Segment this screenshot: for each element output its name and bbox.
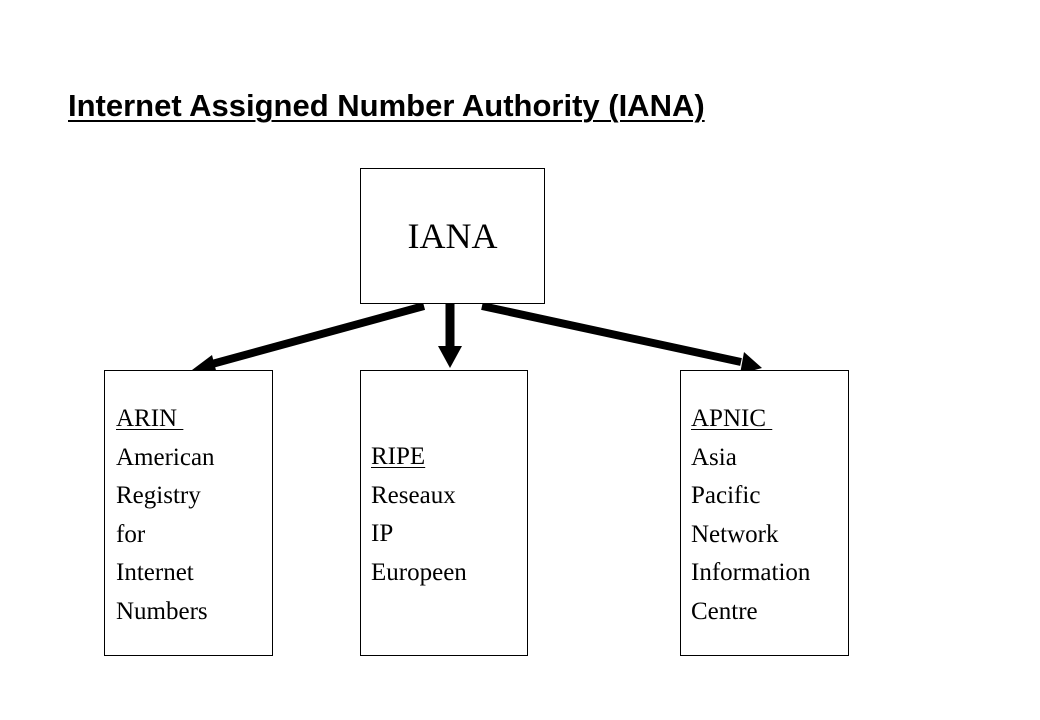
apnic-acronym: APNIC	[691, 405, 773, 432]
ripe-line-reseaux: Reseaux	[371, 481, 456, 509]
arin-line-american: American	[116, 443, 215, 471]
apnic-line-information: Information	[691, 559, 811, 586]
arin-box: ARIN American Registry for Internet Numb…	[104, 370, 273, 656]
apnic-line-pacific: Pacific	[691, 482, 761, 509]
arin-line-registry: Registry	[116, 482, 201, 509]
apnic-line-network: Network	[691, 520, 779, 548]
ripe-acronym: RIPE	[371, 443, 426, 470]
arrow-iana-to-ripe	[438, 304, 462, 368]
iana-box: IANA	[360, 168, 545, 304]
arrow-iana-to-arin	[192, 302, 426, 378]
ripe-line-europeen: Europeen	[371, 558, 467, 586]
apnic-line-centre: Centre	[691, 597, 758, 625]
ripe-line-ip: IP	[371, 520, 394, 547]
arin-line-numbers: Numbers	[116, 597, 208, 625]
iana-label: IANA	[407, 215, 498, 256]
page-title: Internet Assigned Number Authority (IANA…	[68, 88, 705, 123]
apnic-box: APNIC Asia Pacific Network Information C…	[680, 370, 849, 656]
arin-line-internet: Internet	[116, 559, 194, 586]
arrow-iana-to-apnic	[481, 302, 762, 374]
arin-line-for: for	[116, 520, 146, 548]
apnic-line-asia: Asia	[691, 443, 737, 471]
ripe-box: RIPE Reseaux IP Europeen	[360, 370, 528, 656]
arin-acronym: ARIN	[116, 405, 184, 432]
